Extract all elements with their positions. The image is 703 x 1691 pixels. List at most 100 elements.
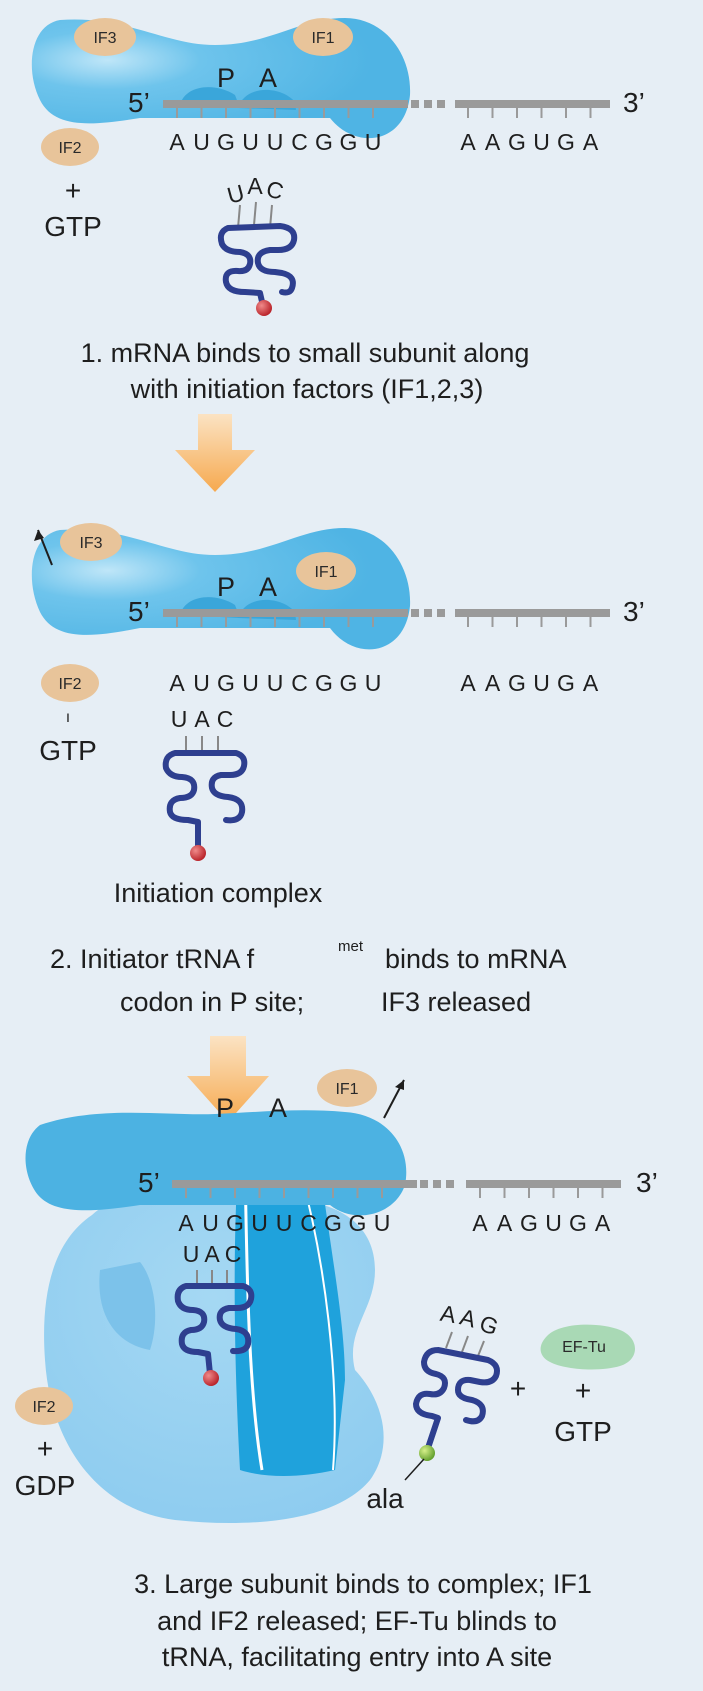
a-site-label: A: [259, 63, 277, 93]
mrna-base: U: [193, 129, 210, 155]
anticodon-base: A: [247, 173, 263, 199]
mrna-base: C: [291, 670, 308, 696]
mrna-base: U: [365, 670, 382, 696]
step2-caption-line1-b: binds to mRNA: [385, 944, 567, 974]
mrna-base: U: [193, 670, 210, 696]
if3-factor: IF3: [74, 18, 136, 56]
anticodon-base: A: [194, 706, 210, 732]
if1-factor: IF1: [296, 552, 356, 590]
mrna-gap-dot: [424, 100, 432, 108]
ef-tu-factor: EF-Tu: [540, 1324, 635, 1370]
if1-label: IF1: [314, 564, 337, 581]
ala-label: ala: [366, 1483, 404, 1514]
three-prime-label: 3’: [623, 87, 645, 118]
mrna-base: G: [569, 1210, 587, 1236]
step1-caption-line1: 1. mRNA binds to small subunit along: [81, 338, 530, 368]
bond-mark: ı: [66, 709, 70, 726]
mrna-base: A: [460, 129, 476, 155]
mrna-backbone-distal: [455, 100, 610, 108]
down-arrow: [175, 414, 255, 492]
a-site-label: A: [269, 1093, 287, 1123]
mrna-base: G: [340, 670, 358, 696]
plus-sign: +: [575, 1375, 591, 1406]
if1-factor: IF1: [293, 18, 353, 56]
step2-caption-line2-b: IF3 released: [381, 987, 531, 1017]
mrna-base: A: [485, 670, 501, 696]
step2-superscript: met: [338, 938, 364, 955]
initiator-trna: U A C: [174, 1241, 255, 1386]
step3-caption-line3: tRNA, facilitating entry into A site: [162, 1642, 552, 1672]
anticodon-base: G: [476, 1310, 502, 1341]
mrna-base: C: [300, 1210, 317, 1236]
mrna-base: A: [485, 129, 501, 155]
five-prime-label: 5’: [138, 1167, 160, 1198]
mrna-base: G: [217, 670, 235, 696]
plus-sign: +: [65, 175, 81, 206]
step3-caption-line2: and IF2 released; EF-Tu blinds to: [157, 1606, 557, 1636]
step2-caption-line2-a: codon in P site;: [120, 987, 304, 1017]
mrna-base: G: [324, 1210, 342, 1236]
mrna-base: G: [315, 129, 333, 155]
if3-label: IF3: [79, 535, 102, 552]
mrna-base: G: [340, 129, 358, 155]
alanine-bead: [419, 1445, 435, 1461]
channel-edge: [299, 1169, 336, 1471]
p-site-label: P: [216, 1093, 234, 1123]
gtp-label: GTP: [39, 735, 97, 766]
if2-factor: IF2: [41, 128, 99, 166]
p-site-label: P: [217, 572, 235, 602]
mrna-base: U: [374, 1210, 391, 1236]
mrna-ticks: [176, 108, 374, 118]
anticodon-base: U: [183, 1241, 200, 1267]
small-subunit: [25, 1110, 407, 1216]
mrna-base: U: [365, 129, 382, 155]
anticodon-base: U: [224, 179, 247, 208]
release-arrow-icon: [34, 530, 44, 541]
gtp-label: GTP: [554, 1416, 612, 1447]
release-arrow-icon: [395, 1080, 404, 1090]
mrna-base: G: [520, 1210, 538, 1236]
large-subunit-lobe: [99, 1262, 156, 1350]
anticodon-base: C: [225, 1241, 242, 1267]
step2-caption-line1-a: 2. Initiator tRNA f: [50, 944, 255, 974]
mrna-base: U: [267, 670, 284, 696]
methionine-bead: [256, 300, 272, 316]
mrna-base: G: [557, 670, 575, 696]
if2-label: IF2: [58, 140, 81, 157]
anticodon-base: A: [204, 1241, 220, 1267]
mrna-base: U: [533, 129, 550, 155]
mrna-ticks: [467, 108, 592, 118]
plus-sign: +: [510, 1373, 526, 1404]
step3-caption-line1: 3. Large subunit binds to complex; IF1: [134, 1569, 592, 1599]
mrna-gap-dot: [437, 100, 445, 108]
mrna-base: U: [276, 1210, 293, 1236]
plus-sign: +: [37, 1433, 53, 1464]
anticodon-base: C: [264, 175, 287, 204]
ef-tu-label: EF-Tu: [562, 1339, 606, 1356]
mrna-base: U: [251, 1210, 268, 1236]
five-prime-label: 5’: [128, 87, 150, 118]
mrna-ticks: [176, 617, 374, 627]
three-prime-label: 3’: [636, 1167, 658, 1198]
anticodon-base: C: [217, 706, 234, 732]
mrna-base: G: [315, 670, 333, 696]
mrna-base: G: [226, 1210, 244, 1236]
mrna-ticks: [479, 1188, 604, 1198]
mrna-base: U: [242, 129, 259, 155]
if2-factor: IF2: [41, 664, 99, 702]
mrna-base: A: [169, 129, 185, 155]
mrna-base: A: [497, 1210, 513, 1236]
